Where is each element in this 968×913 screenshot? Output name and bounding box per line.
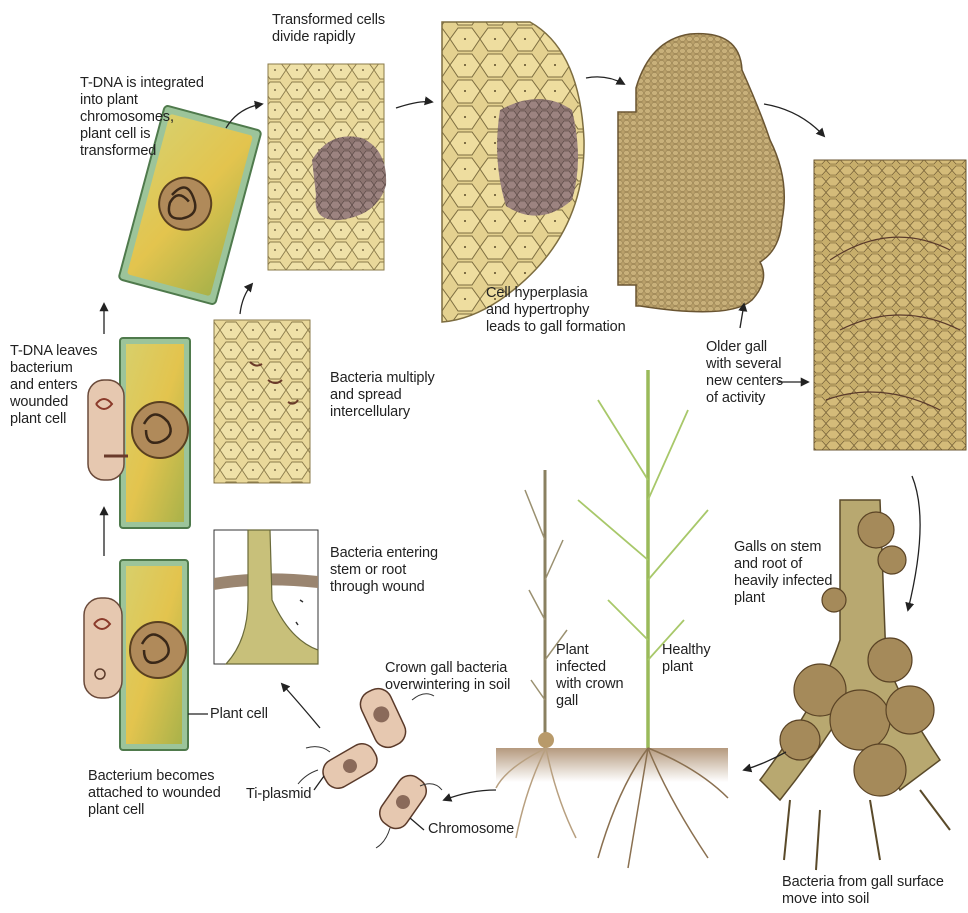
label-crown-gall-bacteria: Crown gall bacteria overwintering in soi… xyxy=(385,660,510,694)
label-chromosome: Chromosome xyxy=(428,821,514,838)
label-bacteria-entering: Bacteria entering stem or root through w… xyxy=(330,545,438,596)
label-plant-infected: Plant infected with crown gall xyxy=(556,642,624,710)
older-gall-illustration xyxy=(618,34,784,312)
soil-bacteria-illustration xyxy=(298,684,442,848)
label-transformed-cells: Transformed cells divide rapidly xyxy=(272,12,385,46)
plants-illustration xyxy=(496,370,728,868)
label-hyperplasia: Cell hyperplasia and hypertrophy leads t… xyxy=(486,285,626,336)
tdna-transfer-cell-illustration xyxy=(88,338,190,528)
label-bacteria-multiply: Bacteria multiply and spread intercellul… xyxy=(330,370,435,421)
label-galls-on-stem: Galls on stem and root of heavily infect… xyxy=(734,539,832,607)
label-plant-cell: Plant cell xyxy=(210,706,268,723)
label-bacterium-attached: Bacterium becomes attached to wounded pl… xyxy=(88,768,221,819)
bacterium-attached-cell-illustration xyxy=(84,560,188,750)
gall-formation-illustration xyxy=(442,22,584,322)
label-tdna-leaves: T-DNA leaves bacterium and enters wounde… xyxy=(10,343,97,428)
label-tdna-integrated: T-DNA is integrated into plant chromosom… xyxy=(80,75,204,160)
dividing-cells-illustration xyxy=(268,64,386,270)
label-ti-plasmid: Ti-plasmid xyxy=(246,786,311,803)
gall-zoom-illustration xyxy=(814,160,966,450)
stem-wound-illustration xyxy=(214,530,318,664)
bacteria-multiply-illustration xyxy=(214,320,310,483)
label-older-gall: Older gall with several new centers of a… xyxy=(706,339,783,407)
label-healthy-plant: Healthy plant xyxy=(662,642,710,676)
label-bacteria-from-gall: Bacteria from gall surface move into soi… xyxy=(782,874,944,908)
